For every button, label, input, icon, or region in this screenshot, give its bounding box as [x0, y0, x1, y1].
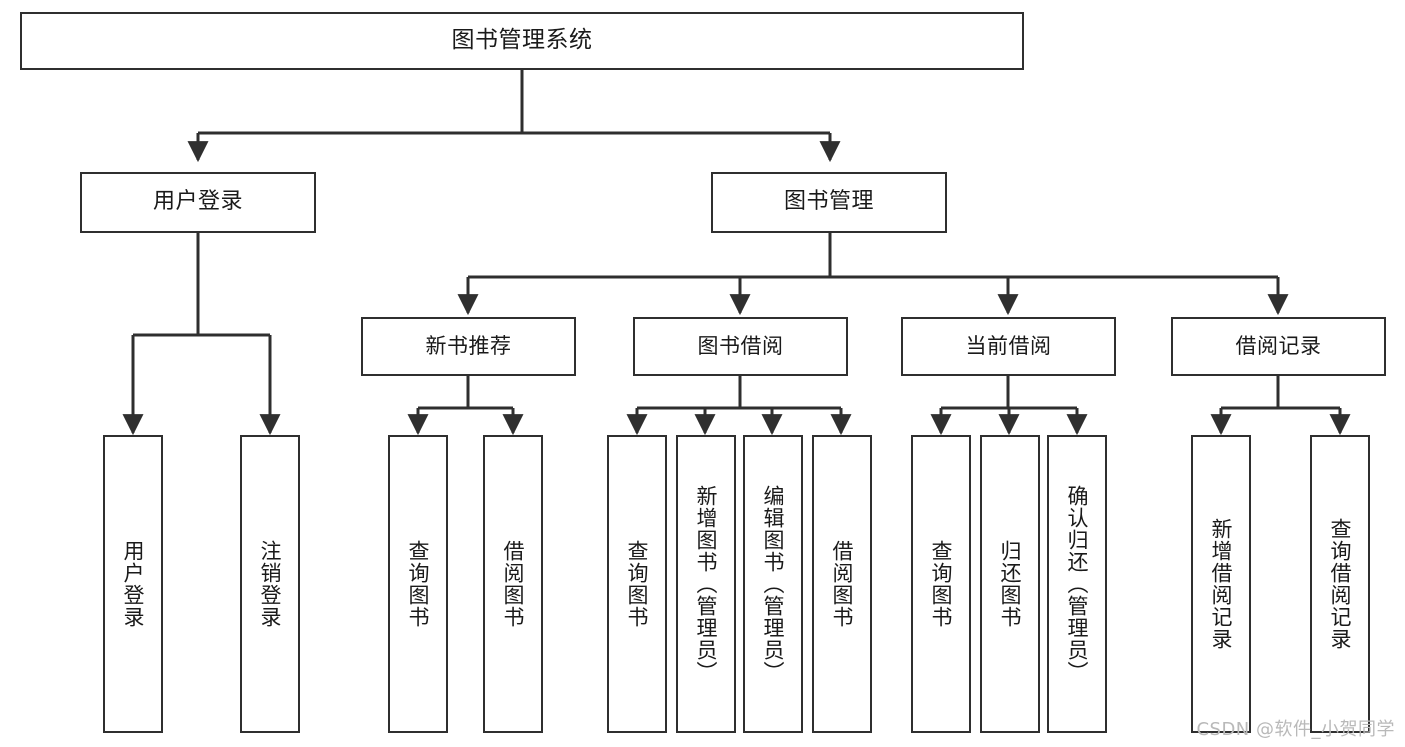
leaf-return-book[interactable]: 归还图书: [980, 435, 1040, 733]
leaf-edit-book-admin[interactable]: 编辑图书（管理员）: [743, 435, 803, 733]
node-current-borrow[interactable]: 当前借阅: [901, 317, 1116, 376]
node-label: 借阅图书: [830, 540, 855, 628]
node-root-book-management-system[interactable]: 图书管理系统: [20, 12, 1024, 70]
node-label: 归还图书: [998, 540, 1023, 628]
node-book-borrow[interactable]: 图书借阅: [633, 317, 848, 376]
node-label: 注销登录: [258, 540, 283, 628]
leaf-user-login[interactable]: 用户登录: [103, 435, 163, 733]
node-label: 新增借阅记录: [1209, 518, 1234, 650]
node-label: 图书借阅: [697, 333, 784, 358]
node-user-login[interactable]: 用户登录: [80, 172, 316, 233]
leaf-borrow-book-recommend[interactable]: 借阅图书: [483, 435, 543, 733]
leaf-borrow-book[interactable]: 借阅图书: [812, 435, 872, 733]
node-label: 借阅记录: [1235, 333, 1322, 358]
leaf-query-book-recommend[interactable]: 查询图书: [388, 435, 448, 733]
node-label: 确认归还（管理员）: [1065, 485, 1090, 683]
leaf-confirm-return-admin[interactable]: 确认归还（管理员）: [1047, 435, 1107, 733]
node-book-management[interactable]: 图书管理: [711, 172, 947, 233]
node-label: 图书管理系统: [451, 27, 593, 54]
node-label: 用户登录: [121, 540, 146, 628]
leaf-query-book-current[interactable]: 查询图书: [911, 435, 971, 733]
node-new-book-recommend[interactable]: 新书推荐: [361, 317, 576, 376]
node-label: 查询图书: [929, 540, 954, 628]
node-label: 查询图书: [625, 540, 650, 628]
node-label: 新书推荐: [425, 333, 512, 358]
leaf-logout-login[interactable]: 注销登录: [240, 435, 300, 733]
node-label: 编辑图书（管理员）: [761, 485, 786, 683]
node-label: 图书管理: [783, 189, 874, 215]
leaf-query-borrow-record[interactable]: 查询借阅记录: [1310, 435, 1370, 733]
node-label: 查询图书: [406, 540, 431, 628]
leaf-add-borrow-record[interactable]: 新增借阅记录: [1191, 435, 1251, 733]
leaf-query-book-borrow[interactable]: 查询图书: [607, 435, 667, 733]
node-label: 查询借阅记录: [1328, 518, 1353, 650]
node-label: 借阅图书: [501, 540, 526, 628]
node-label: 新增图书（管理员）: [694, 485, 719, 683]
node-label: 当前借阅: [965, 333, 1052, 358]
node-borrow-record[interactable]: 借阅记录: [1171, 317, 1386, 376]
leaf-add-book-admin[interactable]: 新增图书（管理员）: [676, 435, 736, 733]
node-label: 用户登录: [152, 189, 243, 215]
